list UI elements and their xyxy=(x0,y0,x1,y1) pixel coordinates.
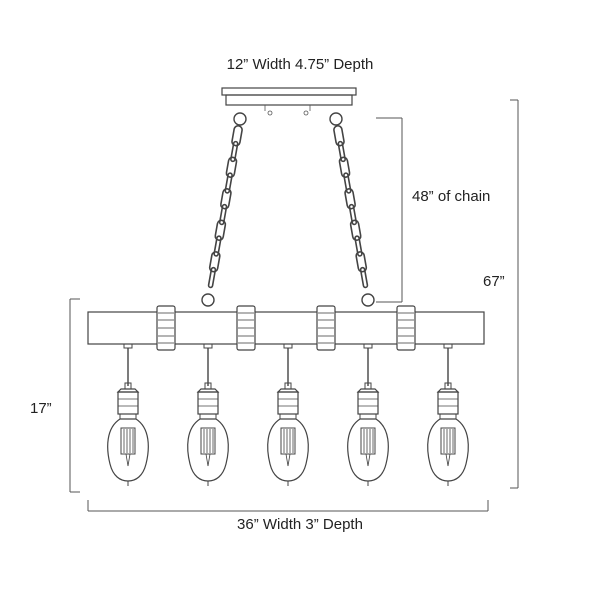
chain-link xyxy=(225,156,238,178)
socket-body xyxy=(437,391,459,415)
chain-link xyxy=(224,172,233,194)
chain-link xyxy=(333,125,345,147)
chain-link xyxy=(355,251,368,273)
cord-mount xyxy=(203,343,213,349)
left-chain xyxy=(201,112,247,307)
pendant-bulb xyxy=(187,343,229,486)
filament-cage xyxy=(200,427,216,455)
chain-link xyxy=(348,203,358,226)
chain-link xyxy=(231,125,243,147)
chain-link xyxy=(220,188,232,210)
socket-body xyxy=(357,391,379,415)
wooden-beam xyxy=(87,311,485,345)
chain-dimension-bracket xyxy=(376,117,403,303)
chain-link xyxy=(230,140,239,163)
chain-link xyxy=(213,235,222,257)
chain-link xyxy=(359,266,369,289)
pendant-bulb xyxy=(347,343,389,486)
beam-band xyxy=(316,305,336,351)
chain-top-ring xyxy=(233,112,247,126)
cord-mount xyxy=(443,343,453,349)
chain-top-ring xyxy=(329,112,343,126)
socket-body xyxy=(197,391,219,415)
beam-band xyxy=(236,305,256,351)
canopy-dimension-label: 12” Width 4.75” Depth xyxy=(226,56,374,73)
socket-neck xyxy=(359,413,377,420)
chain-bottom-ring xyxy=(361,293,375,307)
pendant-bulb xyxy=(427,343,469,486)
filament-cage xyxy=(120,427,136,455)
beam-band xyxy=(396,305,416,351)
socket-body xyxy=(277,391,299,415)
socket-neck xyxy=(279,413,297,420)
chain-link xyxy=(343,172,352,194)
beam-dimension-label: 36” Width 3” Depth xyxy=(237,516,363,533)
pendant-bulb xyxy=(107,343,149,486)
cord-mount xyxy=(283,343,293,349)
beam-band xyxy=(156,305,176,351)
chain-link xyxy=(207,266,217,289)
ceiling-canopy xyxy=(221,87,357,116)
cord-mount xyxy=(363,343,373,349)
chain-link xyxy=(218,203,228,226)
chain-link xyxy=(354,235,363,257)
pendant-bulb xyxy=(267,343,309,486)
pendant-lights xyxy=(107,343,469,486)
fixture-height-label: 17” xyxy=(30,400,52,417)
overall-height-label: 67” xyxy=(483,273,505,290)
right-chain xyxy=(329,112,375,307)
filament-cage xyxy=(280,427,296,455)
chain-bottom-ring xyxy=(201,293,215,307)
chain-link xyxy=(349,219,362,241)
beam-width-bracket xyxy=(87,500,489,512)
socket-body xyxy=(117,391,139,415)
socket-neck xyxy=(199,413,217,420)
chain-link xyxy=(214,219,227,241)
beam-bands xyxy=(156,305,416,351)
chain-link xyxy=(344,188,356,210)
chain-link xyxy=(337,140,346,163)
filament-cage xyxy=(360,427,376,455)
filament-cage xyxy=(440,427,456,455)
chain-link xyxy=(208,251,221,273)
chain-length-label: 48” of chain xyxy=(412,188,491,205)
fixture-height-bracket xyxy=(69,298,80,493)
socket-neck xyxy=(439,413,457,420)
socket-neck xyxy=(119,413,137,420)
cord-mount xyxy=(123,343,133,349)
overall-height-bracket xyxy=(510,99,519,489)
chain-link xyxy=(338,156,351,178)
